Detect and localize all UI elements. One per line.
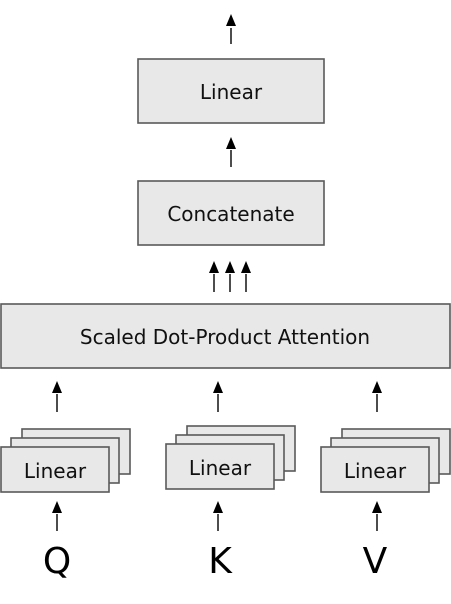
concatenate-label: Concatenate — [167, 202, 294, 226]
v-linear-label: Linear — [344, 459, 407, 483]
attention-to-concat-arrows — [209, 261, 251, 292]
v-linear-stack: Linear — [320, 428, 451, 493]
input-arrows — [52, 501, 382, 531]
q-linear-label: Linear — [24, 459, 87, 483]
output-linear-block: Linear — [137, 58, 325, 124]
input-q-label: Q — [43, 541, 71, 582]
k-linear-stack: Linear — [165, 425, 296, 490]
k-linear-label: Linear — [189, 456, 252, 480]
output-arrow — [226, 14, 236, 44]
attention-block: Scaled Dot-Product Attention — [0, 303, 451, 369]
input-v-label: V — [363, 541, 388, 582]
q-linear-stack: Linear — [0, 428, 131, 493]
attention-label: Scaled Dot-Product Attention — [80, 325, 370, 349]
output-linear-label: Linear — [200, 80, 263, 104]
concat-to-linear-arrow — [226, 137, 236, 167]
heads-to-attention-arrows — [52, 381, 382, 412]
concatenate-block: Concatenate — [137, 180, 325, 246]
input-k-label: K — [208, 541, 233, 582]
